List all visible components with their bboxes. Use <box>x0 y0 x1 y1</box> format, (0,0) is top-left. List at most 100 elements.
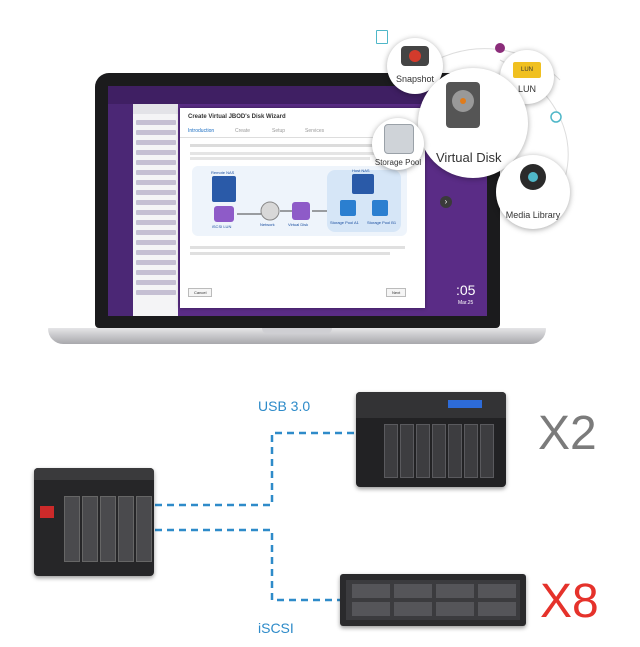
drive-bay <box>384 424 398 478</box>
next-button[interactable]: Next <box>386 288 407 297</box>
drive-bay <box>436 602 474 616</box>
drive-bay <box>64 496 80 562</box>
jbod-diagram-box: Remote NAS iSCSI LUN Network Virtual Dis… <box>192 166 407 236</box>
step-services[interactable]: Services <box>305 128 325 134</box>
drive-bay <box>400 424 414 478</box>
wizard-steps: Introduction Create Setup Services <box>180 126 425 138</box>
virtual-disk-icon <box>292 202 310 220</box>
label-network: Network <box>260 222 275 227</box>
pool-a-icon <box>340 200 356 216</box>
iscsi-connection-line <box>155 528 340 602</box>
step-create[interactable]: Create <box>235 128 251 134</box>
label-remote-nas: Remote NAS <box>211 170 235 175</box>
nav-item <box>136 200 176 205</box>
usb-label: USB 3.0 <box>258 398 311 414</box>
lun-label: LUN <box>517 84 536 94</box>
clock-icon <box>550 111 562 123</box>
cancel-button[interactable]: Cancel <box>188 288 213 297</box>
snapshot-label: Snapshot <box>395 74 435 84</box>
nav-item <box>136 290 176 295</box>
nav-item <box>136 180 176 185</box>
host-nas-box <box>327 170 401 232</box>
music-note-icon <box>520 164 546 190</box>
nav-item <box>136 280 176 285</box>
nav-item <box>136 220 176 225</box>
intro-text-line <box>190 157 370 160</box>
nav-item <box>136 160 176 165</box>
lcd-panel <box>448 400 482 408</box>
nav-item <box>136 270 176 275</box>
label-host-nas: Host NAS <box>352 168 370 173</box>
camera-icon <box>401 46 429 66</box>
storage-nav-header <box>133 104 178 114</box>
hard-disk-icon <box>446 82 480 128</box>
laptop-screen: › :05 Mar.25 Create Virtual JBOD's Disk … <box>108 86 487 316</box>
drive-bay <box>436 584 474 598</box>
drive-bay <box>352 584 390 598</box>
drive-bay <box>394 584 432 598</box>
drive-bay <box>82 496 98 562</box>
database-icon <box>384 124 414 154</box>
usb-connection-line <box>155 431 355 507</box>
label-virtual-disk: Virtual Disk <box>288 222 309 227</box>
laptop-base <box>48 328 546 344</box>
nas-status-panel <box>40 506 54 518</box>
chevron-right-icon[interactable]: › <box>440 196 452 208</box>
nav-item <box>136 230 176 235</box>
desktop-clock: :05 <box>456 282 476 298</box>
drive-bay <box>478 602 516 616</box>
intro-text-line <box>190 152 400 155</box>
label-iscsi-lun: iSCSI LUN <box>212 224 232 229</box>
wizard-dialog: Create Virtual JBOD's Disk Wizard Introd… <box>180 108 425 308</box>
usb-count: X2 <box>538 407 597 460</box>
label-pool-a: Storage Pool A1 <box>330 220 359 225</box>
qts-sidebar <box>108 104 133 316</box>
lun-chip-icon: LUN <box>513 62 541 78</box>
nav-item <box>136 250 176 255</box>
nav-item <box>136 120 176 125</box>
lun-cylinder-icon <box>214 206 234 222</box>
drive-bay <box>464 424 478 478</box>
nav-item <box>136 170 176 175</box>
storage-pool-label: Storage Pool <box>374 158 422 167</box>
drive-bay <box>136 496 152 562</box>
iscsi-rackmount-nas <box>340 574 526 626</box>
laptop-notch <box>262 328 332 334</box>
host-nas-icon <box>352 174 374 194</box>
label-pool-b: Storage Pool B1 <box>367 220 397 225</box>
intro-text-line <box>190 144 390 147</box>
footnote-line <box>190 252 390 255</box>
network-globe-icon <box>260 201 280 221</box>
drive-bay <box>416 424 430 478</box>
drive-bay <box>352 602 390 616</box>
qts-topbar <box>108 86 487 104</box>
nav-item <box>136 140 176 145</box>
usb-expansion-enclosure <box>356 392 506 487</box>
iscsi-count: X8 <box>540 575 599 628</box>
virtual-disk-label: Virtual Disk <box>436 150 502 165</box>
step-introduction[interactable]: Introduction <box>188 128 215 134</box>
drive-bay <box>432 424 446 478</box>
drive-bay <box>448 424 462 478</box>
jbod-diagram-svg <box>212 170 401 232</box>
drive-bay <box>478 584 516 598</box>
iscsi-label: iSCSI <box>258 620 294 636</box>
wizard-title: Create Virtual JBOD's Disk Wizard <box>188 114 286 120</box>
nav-item <box>136 190 176 195</box>
drive-bay <box>118 496 134 562</box>
remote-nas-icon <box>212 176 236 202</box>
footnote-line <box>190 246 405 249</box>
document-icon <box>376 30 388 44</box>
drive-bay <box>394 602 432 616</box>
nav-item <box>136 240 176 245</box>
media-library-label: Media Library <box>505 210 561 220</box>
nav-item <box>136 150 176 155</box>
nav-item <box>136 260 176 265</box>
step-setup[interactable]: Setup <box>272 128 286 134</box>
pool-b-icon <box>372 200 388 216</box>
desktop-date: Mar.25 <box>458 300 474 306</box>
drive-bay <box>100 496 116 562</box>
drive-bay <box>480 424 494 478</box>
